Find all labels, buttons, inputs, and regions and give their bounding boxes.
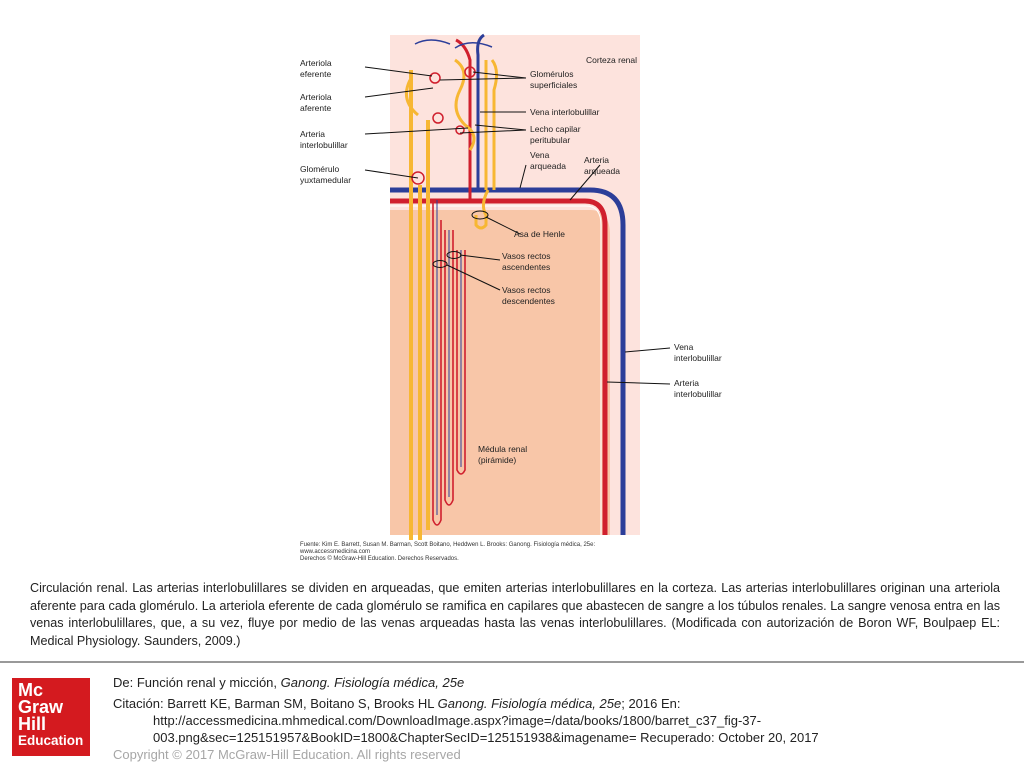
peritubular-glomerulus — [432, 112, 444, 124]
interlobular-artery-vessel — [455, 38, 472, 201]
vasa-recta-desc-marker — [432, 260, 448, 268]
leader-lines — [364, 66, 671, 385]
figure-caption: Circulación renal. Las arterias interlob… — [30, 581, 1000, 648]
source-line: De: Función renal y micción, Ganong. Fis… — [113, 675, 465, 690]
superficial-glomerulus-1 — [429, 72, 441, 84]
loop-of-henle-tubule — [474, 215, 488, 230]
copyright-notice: Copyright © 2017 McGraw-Hill Education. … — [113, 747, 461, 762]
renal-medulla-region — [390, 210, 610, 535]
label-renal-medulla: Médula renal(pirámide) — [478, 444, 527, 465]
figure-source-credit: Fuente: Kim E. Barrett, Susan M. Barman,… — [299, 542, 595, 562]
citation-url-link-continued[interactable]: 003.png&sec=125151957&BookID=1800&Chapte… — [153, 730, 819, 745]
surface-vessels — [414, 39, 493, 49]
citation-info: De: Función renal y micción, Ganong. Fis… — [113, 674, 1013, 763]
arcuate-vein-vessel — [390, 187, 626, 535]
mcgraw-hill-education-logo: Mc Graw Hill Education — [12, 678, 90, 756]
mid-glomerulus — [455, 125, 465, 135]
citation-url-link[interactable]: http://accessmedicina.mhmedical.com/Down… — [153, 713, 762, 728]
arcuate-artery-inner-line — [390, 205, 602, 535]
cortical-tubule — [404, 58, 499, 216]
juxtamedullary-glomerulus — [411, 171, 425, 185]
henle-marker — [471, 210, 489, 220]
label-interlobular-vein: Vena interlobulillar — [530, 107, 600, 117]
label-loop-of-henle: Asa de Henle — [514, 229, 565, 239]
vasa-recta-venous — [436, 200, 462, 515]
juxtamedullary-tubule — [409, 70, 430, 540]
footer-divider — [0, 661, 1024, 663]
vasa-recta-vessels — [432, 200, 466, 526]
label-renal-cortex: Corteza renal — [586, 55, 637, 65]
arcuate-artery-vessel — [390, 198, 608, 535]
citation-line: Citación: Barrett KE, Barman SM, Boitano… — [113, 696, 681, 711]
